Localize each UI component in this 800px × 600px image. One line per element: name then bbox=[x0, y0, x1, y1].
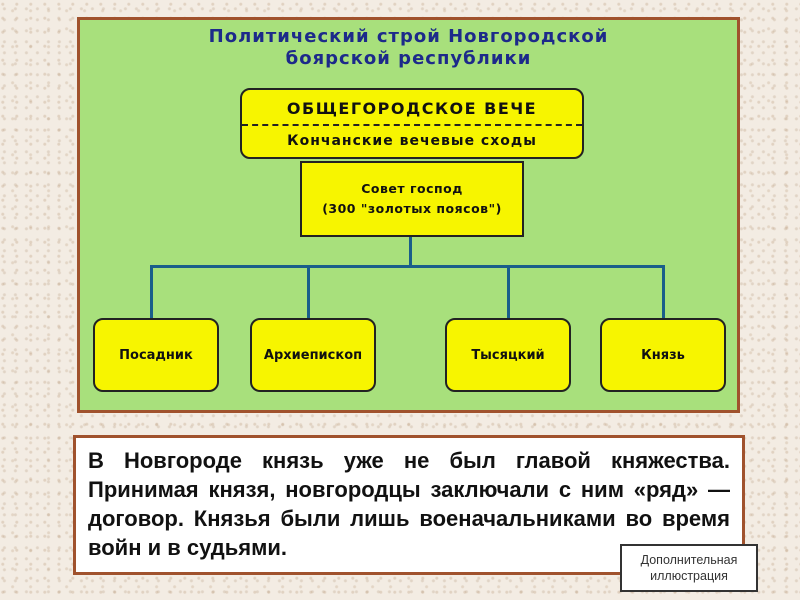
connector-drop-prince bbox=[662, 265, 665, 318]
box-tysyatsky: Тысяцкий bbox=[445, 318, 571, 392]
additional-illustration-line1: Дополнительная bbox=[640, 553, 738, 567]
text-paragraph: В Новгороде князь уже не был главой княж… bbox=[88, 448, 730, 560]
additional-illustration-button[interactable]: Дополнительная иллюстрация bbox=[620, 544, 758, 592]
box-prince-label: Князь bbox=[641, 347, 685, 363]
text-box: В Новгороде князь уже не был главой княж… bbox=[73, 435, 745, 575]
veche-sub-label: Кончанские вечевые сходы bbox=[287, 133, 537, 149]
box-prince: Князь bbox=[600, 318, 726, 392]
connector-drop-tysyatsky bbox=[507, 265, 510, 318]
box-posadnik: Посадник bbox=[93, 318, 219, 392]
connector-drop-archbishop bbox=[307, 265, 310, 318]
connector-trunk bbox=[409, 237, 412, 266]
box-tysyatsky-label: Тысяцкий bbox=[471, 347, 545, 363]
diagram-panel: Политический строй Новгородской боярской… bbox=[77, 17, 740, 413]
diagram-title-line2: боярской республики bbox=[285, 48, 532, 69]
diagram-title-line1: Политический строй Новгородской bbox=[208, 26, 609, 47]
veche-main-label: ОБЩЕГОРОДСКОЕ ВЕЧЕ bbox=[242, 90, 582, 126]
council-label-line1: Совет господ bbox=[361, 181, 463, 196]
box-posadnik-label: Посадник bbox=[119, 347, 193, 363]
council-label-line2: (300 "золотых поясов") bbox=[322, 201, 502, 216]
diagram-title: Политический строй Новгородской боярской… bbox=[80, 26, 737, 70]
connector-drop-posadnik bbox=[150, 265, 153, 318]
connector-bar bbox=[150, 265, 663, 268]
box-archbishop: Архиепископ bbox=[250, 318, 376, 392]
box-archbishop-label: Архиепископ bbox=[263, 347, 363, 363]
additional-illustration-line2: иллюстрация bbox=[650, 569, 728, 583]
veche-box: ОБЩЕГОРОДСКОЕ ВЕЧЕ Кончанские вечевые сх… bbox=[240, 88, 584, 159]
council-box: Совет господ (300 "золотых поясов") bbox=[300, 161, 524, 237]
